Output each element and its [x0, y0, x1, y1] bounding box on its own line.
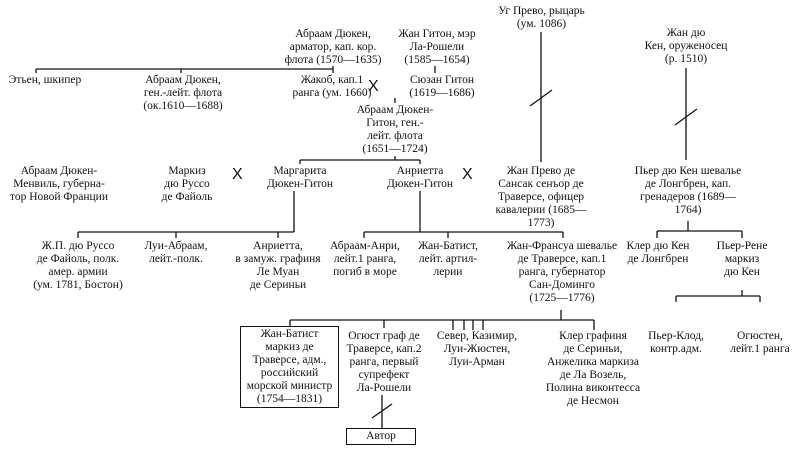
node-jp-russo: Ж.П. дю Руссо де Файоль, полк. амер. арм…	[33, 240, 123, 291]
node-pierre-rene: Пьер-Рене маркиз дю Кен	[716, 240, 768, 278]
node-abraham-menville: Абраам Дюкен- Менвиль, губерна- тор Ново…	[10, 165, 108, 203]
node-ug-prevo: Уг Прево, рыцарь (ум. 1086)	[498, 5, 585, 30]
node-claire-countess: Клер графиня де Сериньи, Анжелика маркиз…	[545, 330, 641, 407]
node-suzanne: Сюзан Гитон (1619—1686)	[409, 74, 475, 99]
node-jean-du-quesne: Жан дю Кен, оруженосец (р. 1510)	[644, 27, 728, 65]
marriage-symbol: X	[462, 166, 473, 183]
node-abraham-duquesne-guiton: Абраам Дюкен- Гитон, ген.- лейт. флота (…	[356, 104, 434, 155]
node-jean-guiton: Жан Гитон, мэр Ла-Рошели (1585—1654)	[398, 28, 476, 66]
node-claire-longbren: Клер дю Кен де Лонгбрен	[626, 240, 690, 265]
node-marguerite: Маргарита Дюкен-Гитон	[267, 165, 333, 190]
node-pierre-claude: Пьер-Клод, контр.адм.	[648, 330, 704, 355]
node-marquis-russo: Маркиз дю Руссо де Файоль	[161, 165, 213, 203]
node-jean-prevo: Жан Прево де Сансак сенъор де Траверсе, …	[495, 165, 587, 229]
marriage-symbol: X	[368, 78, 379, 95]
node-jacob: Жакоб, кап.1 ранга (ум. 1660)	[292, 74, 372, 99]
node-henriette-daughter: Анриетта, в замуж. графиня Ле Муан де Се…	[235, 240, 321, 291]
node-jean-baptiste: Жан-Батист, лейт. артил- лерии	[418, 240, 478, 278]
node-abraham-duquesne-sr: Абраам Дюкен, арматор, кап. кор. флота (…	[284, 28, 382, 66]
node-pierre-longbren: Пьер дю Кен шевалье де Лонгбрен, кап. гр…	[634, 165, 742, 216]
node-author-highlighted: Автор	[346, 428, 416, 445]
node-auguste: Огюст граф де Траверсе, кап.2 ранга, пер…	[346, 330, 422, 394]
node-louis-abraham: Луи-Абраам, лейт.-полк.	[144, 240, 208, 265]
node-siblings: Север, Казимир, Луи-Жюстен, Луи-Арман	[436, 330, 518, 368]
node-augustin: Огюстен, лейт.1 ранга	[730, 330, 790, 355]
node-jean-francois: Жан-Франсуа шевалье де Траверсе, кап.1 р…	[506, 240, 618, 304]
node-jb-marquis-highlighted: Жан-Батист маркиз де Траверсе, адм., рос…	[240, 326, 339, 408]
node-etienne: Этьен, шкипер	[8, 74, 82, 86]
marriage-symbol: X	[232, 166, 243, 183]
node-abraham-henri: Абраам-Анри, лейт.1 ранга, погиб в море	[330, 240, 400, 278]
node-henriette: Анриетта Дюкен-Гитон	[387, 165, 453, 190]
node-abraham-duquesne-lt: Абраам Дюкен, ген.-лейт. флота (ок.1610—…	[143, 74, 223, 112]
